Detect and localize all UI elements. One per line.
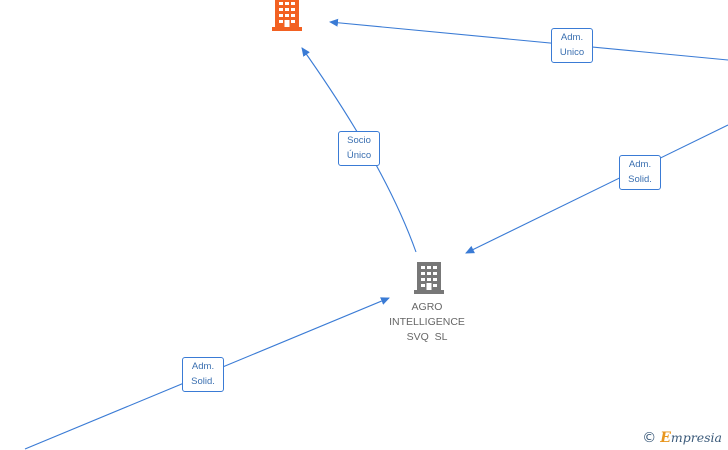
edge-label-line: Adm. — [191, 361, 215, 372]
copyright-icon: © — [642, 430, 657, 446]
company-name-line: INTELLIGENCE — [389, 316, 465, 328]
edge-adm-solid-right — [465, 124, 728, 254]
edge-adm-unico — [329, 18, 728, 61]
brand-initial: E — [660, 430, 671, 446]
edge-label-line: Adm. — [560, 32, 584, 43]
empresia-watermark: ©Empresia — [642, 430, 722, 446]
edge-label-line: Socio — [347, 135, 371, 146]
edge-label-adm-solid-right[interactable]: Adm. Solid. — [619, 155, 661, 190]
edge-label-line: Solid. — [191, 376, 215, 387]
building-icon[interactable] — [414, 262, 444, 294]
company-name-line: AGRO — [411, 301, 443, 313]
company-name-line: SVQ SL — [406, 331, 448, 343]
edge-label-line: Unico — [559, 47, 585, 58]
brand-name: mpresia — [670, 430, 722, 445]
edge-label-adm-unico[interactable]: Adm. Unico — [551, 28, 593, 63]
edge-label-socio-unico[interactable]: Socio Único — [338, 131, 380, 166]
company-name[interactable]: AGRO INTELLIGENCE SVQ SL — [372, 300, 482, 345]
building-icon[interactable] — [272, 0, 302, 31]
edge-label-line: Único — [346, 150, 372, 161]
edge-label-adm-solid-left[interactable]: Adm. Solid. — [182, 357, 224, 392]
edge-label-line: Adm. — [628, 159, 652, 170]
edge-label-line: Solid. — [628, 174, 652, 185]
